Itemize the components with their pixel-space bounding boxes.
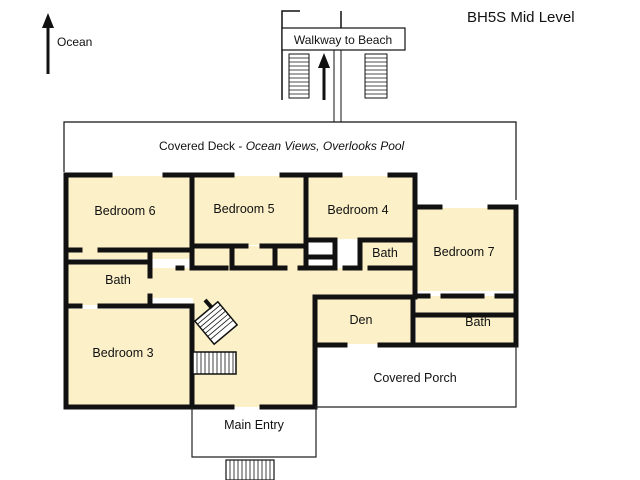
thin-outlines: [191, 345, 517, 458]
walls: [63, 172, 519, 410]
plan-title: BH5S Mid Level: [467, 9, 575, 26]
room-label-bedroom-5: Bedroom 5: [213, 202, 274, 216]
covered-deck-label: Covered Deck - Ocean Views, Overlooks Po…: [159, 139, 405, 153]
room-label-bath-right: Bath: [465, 315, 491, 329]
room-label-bedroom-4: Bedroom 4: [327, 203, 388, 217]
room-label-main-entry: Main Entry: [224, 418, 284, 432]
room-label-covered-porch: Covered Porch: [373, 371, 456, 385]
covered-deck-outline: [63, 121, 517, 200]
stairs-right-icon: [364, 53, 388, 99]
room-label-bedroom-6: Bedroom 6: [94, 204, 155, 218]
compass-label: Ocean: [57, 35, 92, 49]
room-label-bedroom-7: Bedroom 7: [433, 245, 494, 259]
entry-stairs-icon: [225, 459, 275, 480]
walkway-sign: [281, 27, 406, 51]
room-fills: [67, 176, 516, 407]
room-label-bath-left: Bath: [105, 273, 131, 287]
stairs-left-icon: [288, 53, 310, 99]
walkway-arrow-icon: [318, 53, 330, 100]
central-stairs-icon: [192, 298, 239, 375]
room-label-bedroom-3: Bedroom 3: [92, 346, 153, 360]
walkway-label: Walkway to Beach: [294, 33, 392, 47]
walkway: [281, 10, 406, 122]
room-label-bath-mid: Bath: [372, 246, 398, 260]
north-arrow-icon: [42, 13, 54, 74]
room-label-den: Den: [350, 313, 373, 327]
